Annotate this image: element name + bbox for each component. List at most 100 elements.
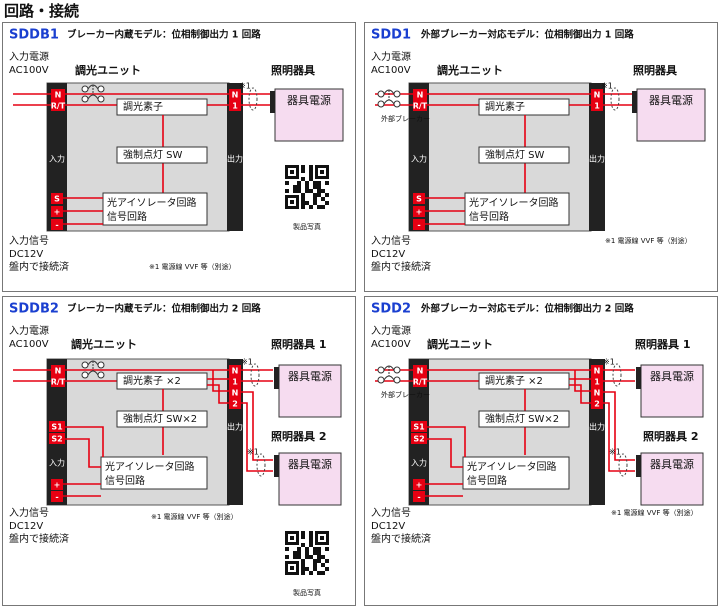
terminal <box>51 491 63 502</box>
note-mark: ※1 <box>601 82 613 91</box>
wire <box>603 402 635 472</box>
fixture2-label: 照明器具 2 <box>643 430 698 443</box>
qr-module <box>313 181 317 185</box>
qr-module <box>285 181 289 185</box>
qr-module <box>301 567 305 571</box>
qr-module <box>309 543 313 547</box>
wire <box>241 402 273 472</box>
fixture1-label: 照明器具 1 <box>271 338 326 351</box>
qr-module <box>317 547 321 551</box>
terminal <box>229 398 241 409</box>
input-power-label: 入力電源 <box>371 50 411 63</box>
model-name: SDDB2 <box>9 302 59 317</box>
cable-mark <box>248 87 258 111</box>
force-on-label: 強制点灯 SW×2 <box>485 412 559 425</box>
breaker-contact <box>97 371 105 379</box>
fixture-box <box>636 88 706 142</box>
terminal-label: S1 <box>413 423 425 432</box>
qr-module <box>301 205 305 209</box>
qr-module <box>293 189 297 193</box>
terminal-label: R/T <box>413 378 428 387</box>
input-signal-label: 入力信号 <box>371 506 411 519</box>
qr-module <box>317 559 321 563</box>
input-power-label: 入力電源 <box>9 324 49 337</box>
breaker-contact <box>393 90 401 98</box>
dim-element-label: 調光素子 ×2 <box>485 374 543 387</box>
terminal <box>591 376 603 387</box>
qr-module <box>313 185 317 189</box>
breaker-contact <box>393 100 401 108</box>
terminal-label: S <box>416 195 422 204</box>
model-description: ブレーカー内蔵モデル：位相制御出力 2 回路 <box>67 303 261 315</box>
qr-module <box>305 555 309 559</box>
output-side-label: 出力 <box>227 154 243 164</box>
fixture-box <box>278 364 342 418</box>
qr-module <box>293 551 297 555</box>
qr-module <box>317 551 321 555</box>
qr-module <box>313 551 317 555</box>
qr-module <box>301 559 305 563</box>
ac-label: AC100V <box>9 65 49 76</box>
model-name: SDD2 <box>371 302 411 317</box>
qr-module <box>293 185 297 189</box>
qr-module <box>309 539 313 543</box>
qr-module <box>325 559 329 563</box>
terminal <box>591 387 603 398</box>
force-on-box <box>478 146 570 164</box>
signal-circuit-label: 信号回路 <box>469 210 509 223</box>
terminal <box>229 89 241 100</box>
terminal-label: N <box>417 367 424 376</box>
cable-note: ※1 電源線 VVF 等（別途） <box>151 512 238 521</box>
signal-circuit-label: 信号回路 <box>107 210 147 223</box>
ext-breaker-label: 外部ブレーカー <box>381 390 430 399</box>
qr-module <box>301 197 305 201</box>
qr-module <box>317 555 321 559</box>
note-mark: ※1 <box>609 448 621 457</box>
qr-module <box>325 567 329 571</box>
fixture-terminal <box>636 367 641 389</box>
input-side-label: 入力 <box>411 154 427 164</box>
ac-label: AC100V <box>9 339 49 350</box>
ext-breaker-label: 外部ブレーカー <box>381 114 430 123</box>
cable-mark <box>618 453 628 477</box>
qr-module <box>305 181 309 185</box>
model-description: 外部ブレーカー対応モデル：位相制御出力 2 回路 <box>420 303 634 315</box>
terminal-label: - <box>55 493 58 502</box>
terminal-label: S2 <box>413 435 424 444</box>
photo-isolator-box <box>100 456 208 490</box>
terminal <box>49 433 65 444</box>
terminal <box>229 365 241 376</box>
qr-module <box>297 551 301 555</box>
breaker-contact <box>393 366 401 374</box>
cable-mark <box>612 363 622 387</box>
qr-module <box>313 563 317 567</box>
qr-module <box>297 189 301 193</box>
cable-mark <box>256 453 266 477</box>
terminal-label: N <box>594 389 601 398</box>
fixture1-label: 照明器具 1 <box>635 338 690 351</box>
dim-element-label: 調光素子 <box>123 100 163 113</box>
qr-module <box>313 567 317 571</box>
dimmer-unit-label: 調光ユニット <box>437 63 503 77</box>
terminal <box>229 100 241 111</box>
wire <box>65 438 101 468</box>
photo-isolator-label: 光アイソレータ回路 <box>467 460 557 473</box>
qr-module <box>301 177 305 181</box>
terminal-label: - <box>417 221 420 230</box>
qr-module <box>285 189 289 193</box>
terminal <box>413 100 427 111</box>
breaker-contact <box>97 85 105 93</box>
input-signal-label: 入力信号 <box>371 234 411 247</box>
output-side-label: 出力 <box>227 422 243 432</box>
panel-connect-label: 盤内で接続済 <box>9 260 69 273</box>
input-side-label: 入力 <box>411 458 427 468</box>
breaker-contact <box>377 376 385 384</box>
qr-module <box>301 535 305 539</box>
qr-module <box>321 205 325 209</box>
input-power-label: 入力電源 <box>9 50 49 63</box>
terminal <box>51 100 65 111</box>
dim-element-label: 調光素子 ×2 <box>123 374 181 387</box>
